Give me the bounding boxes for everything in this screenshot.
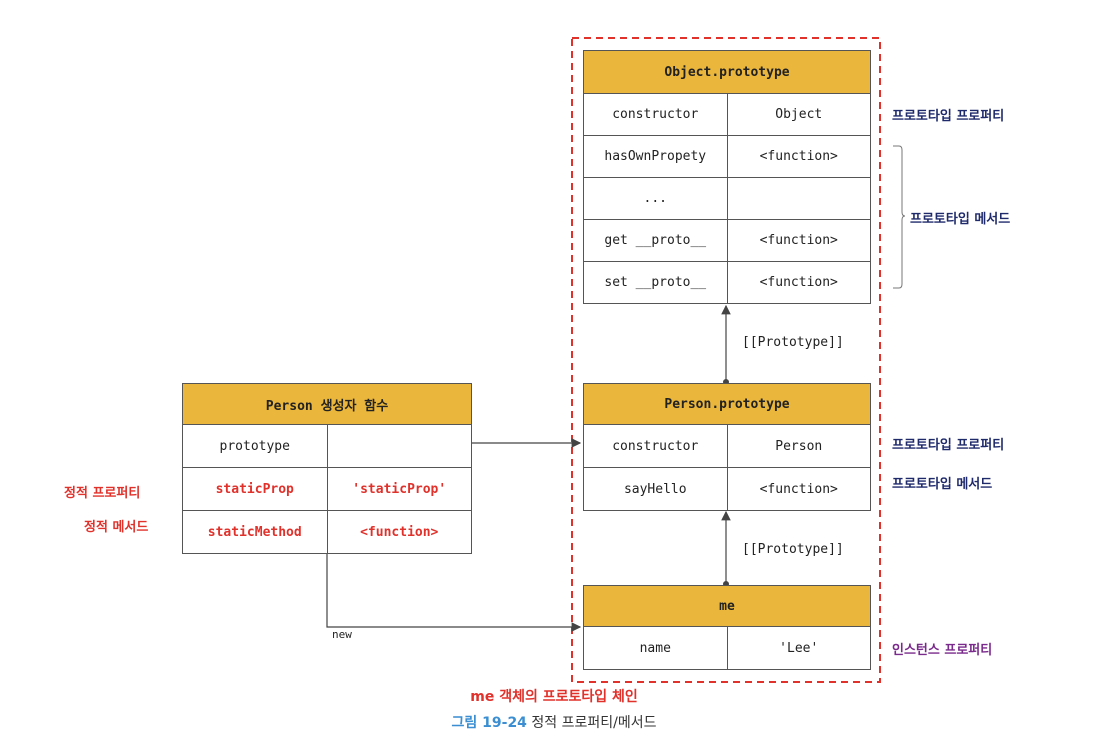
methods-brace — [893, 145, 906, 289]
new-arrow — [326, 550, 582, 632]
table-header: Person.prototype — [584, 384, 870, 425]
me-object-table: me name 'Lee' — [583, 585, 871, 670]
table-header: Object.prototype — [584, 51, 870, 94]
person-proto-property-label: 프로토타입 프로퍼티 — [892, 438, 1005, 453]
figure-number: 그림 19-24 — [451, 715, 527, 731]
prototype-link-label-2: [[Prototype]] — [742, 542, 844, 557]
table-row: ... — [584, 178, 870, 220]
object-proto-property-label: 프로토타입 프로퍼티 — [892, 109, 1005, 124]
prototype-chain-box — [571, 37, 881, 683]
table-header: me — [584, 586, 870, 627]
static-method-key: staticMethod — [207, 524, 302, 540]
property-value — [726, 178, 871, 219]
property-key: set __proto__ — [604, 275, 707, 290]
static-property-key: staticProp — [215, 481, 294, 497]
property-value: <function> — [726, 262, 871, 303]
person-constructor-table: Person 생성자 함수 prototype staticProp 'stat… — [182, 383, 472, 554]
static-property-label: 정적 프로퍼티 — [64, 486, 141, 501]
new-label: new — [332, 628, 352, 641]
static-property-value: 'staticProp' — [326, 468, 472, 510]
property-value: <function> — [726, 220, 871, 261]
figure-caption: 그림 19-24 정적 프로퍼티/메서드 — [0, 712, 1108, 732]
prototype-link-label-1: [[Prototype]] — [742, 335, 844, 350]
property-value: <function> — [726, 468, 871, 510]
table-row: name 'Lee' — [584, 627, 870, 669]
table-row: staticProp 'staticProp' — [183, 468, 471, 511]
table-row: hasOwnPropety <function> — [584, 136, 870, 178]
property-value: Person — [726, 425, 871, 467]
figure-title: 정적 프로퍼티/메서드 — [531, 715, 657, 731]
table-row: set __proto__ <function> — [584, 262, 870, 303]
property-value — [326, 425, 472, 467]
person-proto-method-label: 프로토타입 메서드 — [892, 477, 993, 492]
object-proto-methods-label: 프로토타입 메서드 — [910, 212, 1011, 227]
property-value: 'Lee' — [726, 627, 871, 669]
property-key: hasOwnPropety — [604, 149, 707, 164]
static-method-label: 정적 메서드 — [84, 520, 149, 535]
table-header: Person 생성자 함수 — [183, 384, 471, 425]
table-row: get __proto__ <function> — [584, 220, 870, 262]
table-row: constructor Object — [584, 94, 870, 136]
table-row: staticMethod <function> — [183, 511, 471, 553]
property-key: sayHello — [623, 481, 687, 497]
property-key: name — [639, 640, 671, 656]
property-value: <function> — [726, 136, 871, 177]
property-key: constructor — [612, 107, 699, 122]
prototype-chain-label: me 객체의 프로토타입 체인 — [470, 689, 638, 705]
property-key: prototype — [219, 438, 290, 454]
table-row: constructor Person — [584, 425, 870, 468]
property-key: constructor — [612, 438, 699, 454]
property-value: Object — [726, 94, 871, 135]
property-key: get __proto__ — [604, 233, 707, 248]
table-row: sayHello <function> — [584, 468, 870, 510]
static-method-value: <function> — [326, 511, 472, 553]
property-key: ... — [643, 191, 667, 206]
table-row: prototype — [183, 425, 471, 468]
instance-property-label: 인스턴스 프로퍼티 — [892, 643, 993, 658]
object-prototype-table: Object.prototype constructor Object hasO… — [583, 50, 871, 304]
person-prototype-table: Person.prototype constructor Person sayH… — [583, 383, 871, 511]
